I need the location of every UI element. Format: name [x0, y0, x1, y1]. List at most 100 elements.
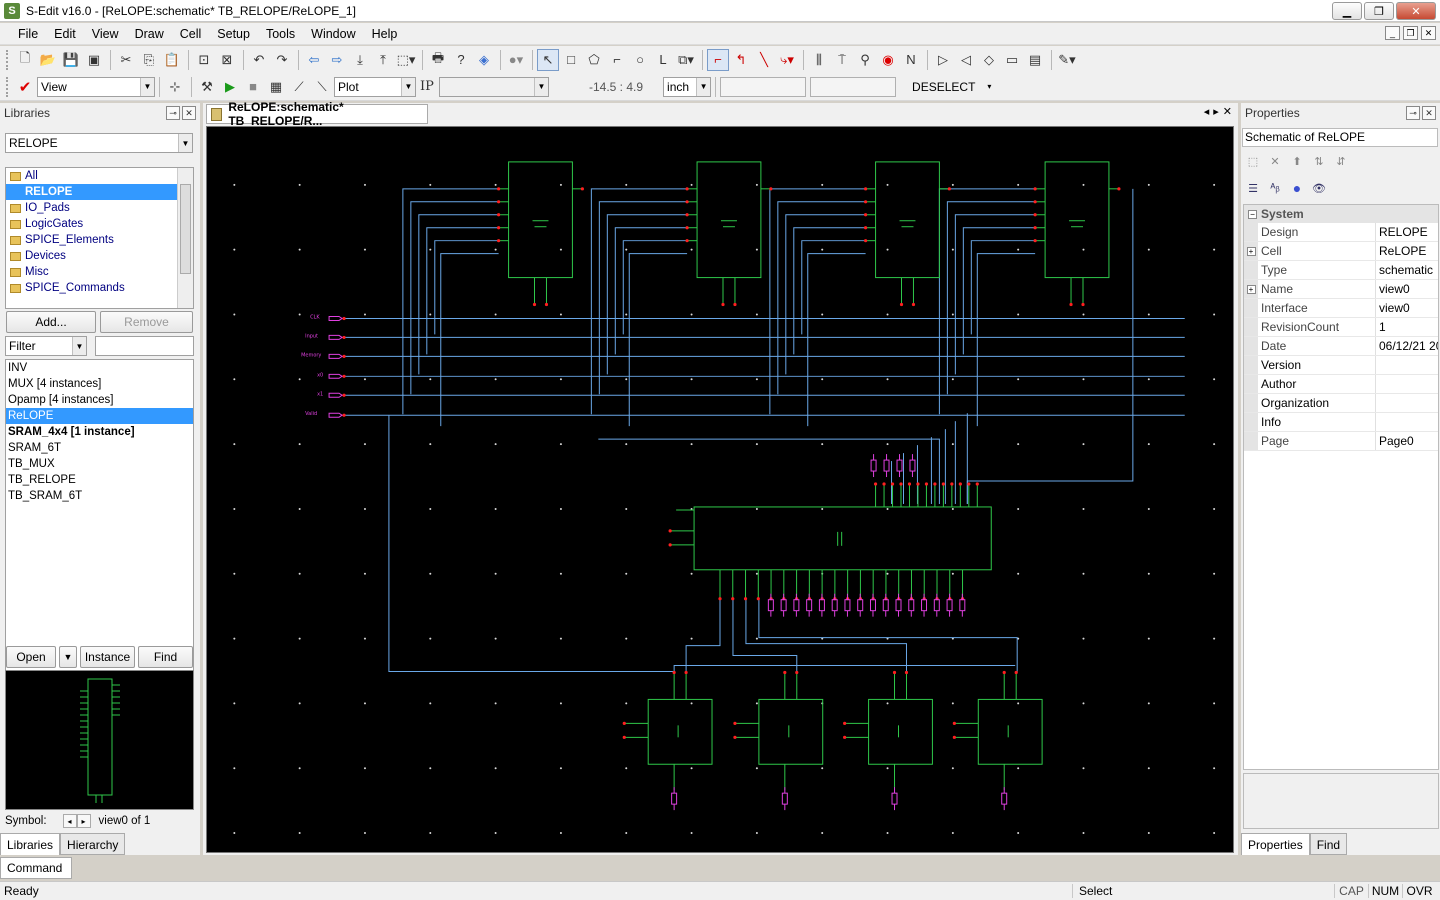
tab-prev-icon[interactable]: ◂: [1203, 106, 1210, 118]
property-pages-icon[interactable]: ●: [1292, 180, 1302, 196]
property-value[interactable]: 06/12/21 20: [1379, 339, 1438, 353]
property-value[interactable]: Page0: [1379, 434, 1414, 448]
property-value[interactable]: RELOPE: [1379, 225, 1428, 239]
tab-properties[interactable]: Properties: [1241, 833, 1310, 855]
menu-draw[interactable]: Draw: [134, 26, 164, 41]
command-tab[interactable]: Command: [0, 857, 72, 879]
save-icon[interactable]: 💾: [62, 51, 80, 67]
cell-item[interactable]: INV: [8, 362, 28, 374]
library-select[interactable]: RELOPE▼: [5, 133, 193, 153]
units-select[interactable]: inch▼: [663, 76, 712, 97]
cell-item[interactable]: Opamp [4 instances]: [8, 394, 114, 406]
alphabetical-icon[interactable]: ᴬᵦ: [1270, 182, 1280, 194]
library-item[interactable]: LogicGates: [6, 216, 193, 232]
property-value[interactable]: [1376, 356, 1438, 374]
path-icon[interactable]: ⌐: [613, 52, 621, 67]
open-cell-button[interactable]: Open: [6, 646, 56, 668]
ip-select[interactable]: ▼: [439, 76, 549, 97]
document-tab[interactable]: ReLOPE:schematic* TB_RELOPE/R...: [206, 100, 428, 128]
probe-voltage-icon[interactable]: ⟋: [294, 78, 304, 94]
cell-item[interactable]: TB_SRAM_6T: [8, 490, 83, 502]
new-icon[interactable]: 🗋: [19, 49, 31, 65]
minimize-button[interactable]: ▁: [1332, 2, 1362, 20]
tab-find[interactable]: Find: [1309, 833, 1348, 855]
probe-current-icon[interactable]: ⟍: [317, 78, 327, 94]
stop-icon[interactable]: ■: [249, 79, 257, 94]
collapse-icon[interactable]: −: [1248, 209, 1257, 219]
polygon-icon[interactable]: ⬠: [588, 51, 600, 67]
schematic-drawing[interactable]: CLK Input Memory x0 x1 Valid: [207, 127, 1233, 852]
mdi-minimize-button[interactable]: _: [1385, 26, 1400, 40]
delete-property-icon[interactable]: ✕: [1270, 155, 1280, 168]
net-icon[interactable]: ⚲: [860, 51, 870, 67]
wire-diagonal-icon[interactable]: ╲: [760, 51, 768, 67]
cell-item[interactable]: TB_RELOPE: [8, 474, 76, 486]
add-library-button[interactable]: Add...: [6, 311, 96, 333]
undo-icon[interactable]: ↶: [253, 51, 265, 67]
menu-file[interactable]: File: [18, 26, 39, 41]
filter-select[interactable]: Filter▼: [5, 336, 87, 356]
tab-libraries[interactable]: Libraries: [0, 833, 61, 855]
mdi-restore-button[interactable]: ❐: [1403, 26, 1418, 40]
print-icon[interactable]: 🖶: [431, 49, 445, 65]
instance-icon[interactable]: ⧉▾: [678, 51, 694, 67]
wire-icon[interactable]: ↰: [735, 51, 747, 67]
menu-edit[interactable]: Edit: [54, 26, 76, 41]
zoom-fit-icon[interactable]: ⊡: [198, 51, 210, 67]
select-pointer-icon[interactable]: ↖: [537, 48, 559, 71]
help-icon[interactable]: ?: [457, 52, 465, 67]
port-other-icon[interactable]: ▭: [1005, 51, 1019, 67]
redo-icon[interactable]: ↷: [276, 51, 288, 67]
maximize-button[interactable]: ❐: [1364, 2, 1394, 20]
port-box-icon[interactable]: ▤: [1028, 51, 1042, 67]
port-in-icon[interactable]: ▷: [938, 51, 948, 67]
property-row[interactable]: Version: [1244, 356, 1438, 375]
view-mode-select[interactable]: View▼: [37, 76, 155, 97]
rectangle-icon[interactable]: □: [567, 52, 575, 67]
property-value[interactable]: ReLOPE: [1379, 244, 1427, 258]
cell-item[interactable]: TB_MUX: [8, 458, 55, 470]
back-arrow-icon[interactable]: ⇦: [308, 51, 320, 67]
deselect-button[interactable]: DESELECT: [912, 79, 976, 94]
close-panel-icon[interactable]: ✕: [182, 106, 196, 120]
menu-view[interactable]: View: [91, 26, 119, 41]
schematic-canvas[interactable]: CLK Input Memory x0 x1 Valid: [206, 126, 1234, 853]
tab-hierarchy[interactable]: Hierarchy: [60, 833, 126, 855]
mdi-close-button[interactable]: ✕: [1421, 26, 1436, 40]
library-item[interactable]: SPICE_Elements: [6, 232, 193, 248]
close-panel-icon[interactable]: ✕: [1422, 106, 1436, 120]
table-icon[interactable]: ▦: [269, 78, 283, 94]
cut-icon[interactable]: ✂: [120, 51, 132, 67]
property-value[interactable]: 1: [1379, 320, 1386, 334]
property-value[interactable]: view0: [1379, 282, 1410, 296]
new-property-icon[interactable]: ⬚: [1247, 155, 1259, 168]
filter-input[interactable]: [95, 336, 194, 356]
view-dropdown-icon[interactable]: ⬚▾: [396, 51, 416, 67]
sort-asc-icon[interactable]: ⇅: [1314, 155, 1324, 168]
property-row[interactable]: Author: [1244, 375, 1438, 394]
sort-desc-icon[interactable]: ⇵: [1336, 155, 1346, 168]
property-value[interactable]: [1376, 413, 1438, 431]
library-item[interactable]: Misc: [6, 264, 193, 280]
push-into-icon[interactable]: ⤓: [357, 51, 363, 67]
property-row[interactable]: Organization: [1244, 394, 1438, 413]
wire-bus-icon[interactable]: ⤷▾: [780, 51, 794, 67]
property-value[interactable]: [1376, 375, 1438, 393]
show-hidden-icon[interactable]: 👁: [1312, 182, 1326, 195]
setup-tools-icon[interactable]: ⚒: [201, 78, 213, 94]
cell-item[interactable]: MUX [4 instances]: [8, 378, 102, 390]
net-label-icon[interactable]: N: [906, 52, 916, 67]
categorized-icon[interactable]: ☰: [1248, 182, 1258, 195]
forward-arrow-icon[interactable]: ⇨: [331, 51, 343, 67]
property-category[interactable]: −System: [1244, 205, 1438, 223]
save-all-icon[interactable]: ▣: [87, 51, 101, 67]
run-icon[interactable]: ▶: [225, 78, 235, 94]
prev-symbol-icon[interactable]: ◂: [62, 814, 77, 828]
open-folder-icon[interactable]: 📂: [39, 51, 57, 67]
circle-icon[interactable]: ○: [636, 52, 644, 67]
label-icon[interactable]: L: [659, 52, 667, 67]
library-item[interactable]: All: [6, 168, 193, 184]
